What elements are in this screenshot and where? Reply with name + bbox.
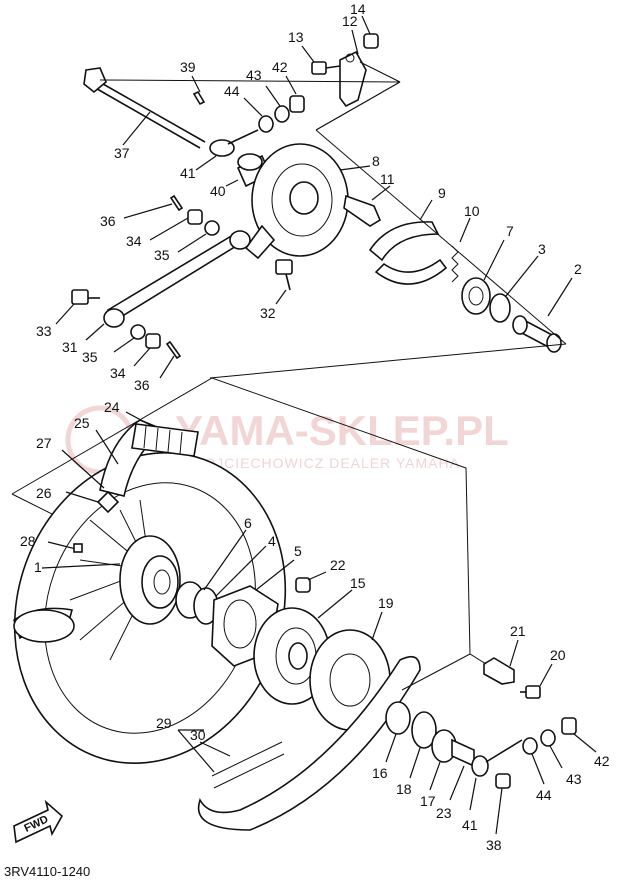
chain-adjuster bbox=[483, 639, 553, 699]
lower-washer-nut bbox=[522, 717, 597, 785]
oil-seal bbox=[489, 255, 539, 323]
label-part-10: 10 bbox=[464, 203, 480, 219]
nut-14 bbox=[361, 15, 379, 49]
bolt-38 bbox=[495, 773, 511, 835]
label-part-26: 26 bbox=[36, 485, 52, 501]
label-part-43-bottom: 43 bbox=[566, 771, 582, 787]
tension-bar bbox=[85, 230, 251, 341]
wheel-leaders bbox=[41, 411, 153, 569]
label-part-35-bottom: 35 bbox=[82, 349, 98, 365]
brake-spring bbox=[451, 217, 471, 283]
label-part-42-bottom: 42 bbox=[594, 753, 610, 769]
brake-shoe-plate bbox=[244, 143, 371, 260]
label-part-42-top: 42 bbox=[272, 59, 288, 75]
bolt-32 bbox=[275, 259, 293, 305]
label-part-11: 11 bbox=[380, 171, 395, 187]
axle-washer-nut bbox=[243, 75, 305, 133]
label-part-2: 2 bbox=[574, 261, 582, 277]
label-part-18: 18 bbox=[396, 781, 412, 797]
label-part-33: 33 bbox=[36, 323, 52, 339]
label-part-7: 7 bbox=[506, 223, 514, 239]
tire-tread bbox=[131, 423, 199, 457]
forward-arrow: FWD bbox=[13, 799, 64, 844]
label-part-13: 13 bbox=[288, 29, 304, 45]
label-part-40: 40 bbox=[210, 183, 226, 199]
cotter-pin bbox=[191, 75, 206, 106]
rear-wheel bbox=[13, 452, 287, 764]
label-part-36-top: 36 bbox=[100, 213, 116, 229]
label-part-25: 25 bbox=[74, 415, 90, 431]
label-part-6: 6 bbox=[244, 515, 252, 531]
label-part-12: 12 bbox=[342, 13, 358, 29]
label-part-5: 5 bbox=[294, 543, 302, 559]
label-part-20: 20 bbox=[550, 647, 566, 663]
label-part-44-bottom: 44 bbox=[536, 787, 552, 803]
label-part-39: 39 bbox=[180, 59, 196, 75]
nut-22 bbox=[295, 571, 327, 593]
label-part-22: 22 bbox=[330, 557, 346, 573]
label-part-17: 17 bbox=[420, 793, 436, 809]
label-part-15: 15 bbox=[350, 575, 366, 591]
callout-labels: 2 3 7 10 9 11 8 12 13 14 39 43 42 44 37 … bbox=[20, 1, 610, 853]
label-part-36-bottom: 36 bbox=[134, 377, 150, 393]
watermark: YAMA-SKLEP.PL WOJCIECHOWICZ DEALER YAMAH… bbox=[65, 405, 509, 475]
label-part-14: 14 bbox=[350, 1, 366, 17]
label-part-34-bottom: 34 bbox=[110, 365, 126, 381]
label-part-23: 23 bbox=[436, 805, 452, 821]
watermark-sub: WOJCIECHOWICZ DEALER YAMAHA bbox=[190, 455, 460, 471]
label-part-24: 24 bbox=[104, 399, 120, 415]
drawing-code: 3RV4110-1240 bbox=[4, 864, 90, 879]
label-part-31: 31 bbox=[62, 339, 78, 355]
label-part-16: 16 bbox=[372, 765, 388, 781]
cam-lever bbox=[315, 29, 401, 131]
label-part-19: 19 bbox=[378, 595, 394, 611]
brake-shoe bbox=[368, 199, 448, 285]
label-part-28: 28 bbox=[20, 533, 36, 549]
label-part-9: 9 bbox=[438, 185, 446, 201]
label-part-27: 27 bbox=[36, 435, 52, 451]
label-part-21: 21 bbox=[510, 623, 526, 639]
label-part-43-top: 43 bbox=[246, 67, 262, 83]
bolt-33 bbox=[55, 289, 100, 325]
label-part-38: 38 bbox=[486, 837, 502, 853]
camshaft bbox=[343, 185, 391, 227]
label-part-44-top: 44 bbox=[224, 83, 240, 99]
label-part-3: 3 bbox=[538, 241, 546, 257]
sprocket-side-bearings bbox=[385, 701, 475, 801]
bolt-41-lower bbox=[469, 739, 523, 811]
drive-chain bbox=[177, 655, 421, 831]
label-part-41-top: 41 bbox=[180, 165, 196, 181]
bearing-7 bbox=[461, 239, 505, 315]
label-part-37: 37 bbox=[114, 145, 130, 161]
spacer bbox=[512, 277, 573, 353]
label-part-35-top: 35 bbox=[154, 247, 170, 263]
upper-pin-nut bbox=[123, 194, 220, 253]
label-part-32: 32 bbox=[260, 305, 276, 321]
label-part-41-bottom: 41 bbox=[462, 817, 478, 833]
bolt-41 bbox=[195, 129, 259, 171]
bolt-13 bbox=[301, 45, 341, 75]
watermark-main: YAMA-SKLEP.PL bbox=[175, 407, 509, 454]
label-part-29: 29 bbox=[156, 715, 172, 731]
rear-axle bbox=[83, 67, 206, 149]
label-part-8: 8 bbox=[372, 153, 380, 169]
label-part-34-top: 34 bbox=[126, 233, 142, 249]
label-part-1: 1 bbox=[34, 559, 42, 575]
label-part-30: 30 bbox=[190, 727, 206, 743]
rim-band bbox=[96, 490, 120, 514]
label-part-4: 4 bbox=[268, 533, 276, 549]
lower-pin-nut bbox=[113, 324, 182, 379]
spoke-nipple bbox=[73, 543, 83, 553]
